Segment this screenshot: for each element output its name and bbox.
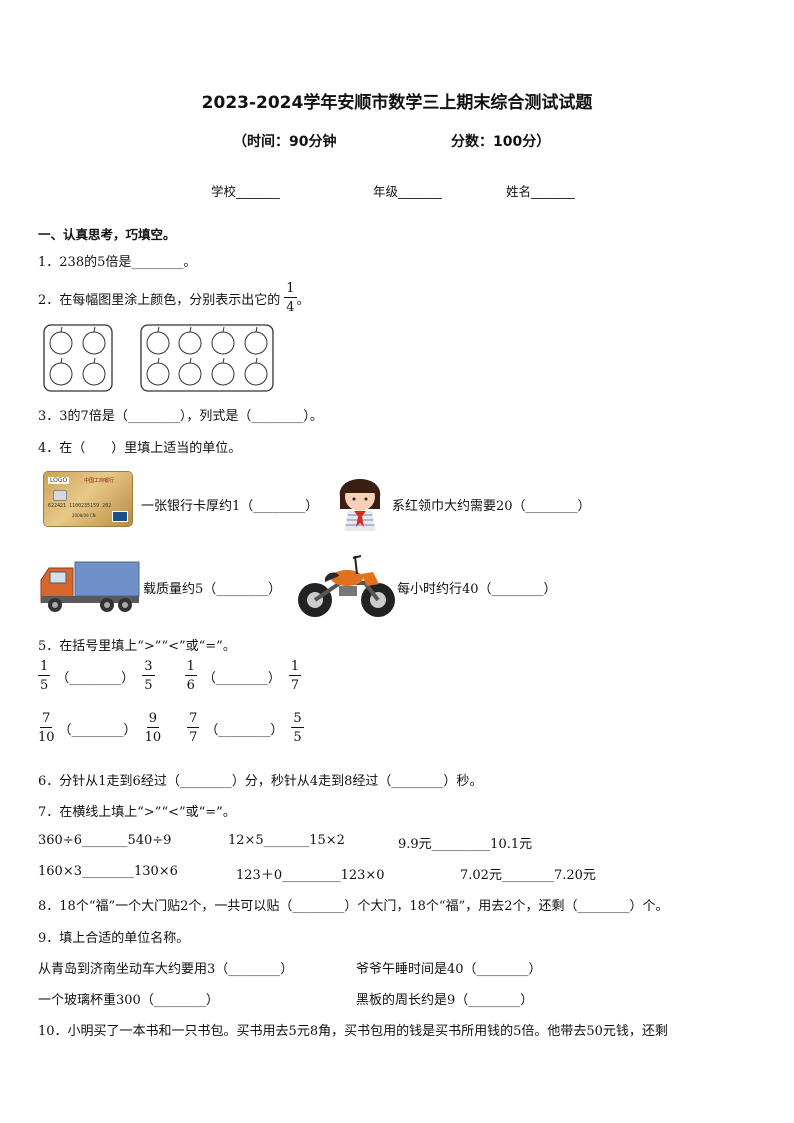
fraction-numerator: 1 xyxy=(284,281,297,298)
page-title: 2023-2024学年安顺市数学三上期末综合测试试题 xyxy=(201,93,593,113)
question-4-item-2: 系红领巾大约需要20（________） xyxy=(392,499,591,514)
question-8: 8．18个“福”一个大门贴2个，一共可以贴（________）个大门，18个“福… xyxy=(38,899,669,914)
question-4-item-4: 每小时约行40（________） xyxy=(397,582,557,597)
apple-grid-small[interactable] xyxy=(43,324,113,392)
compare-blank[interactable]: （________） xyxy=(205,722,284,738)
grade-field[interactable]: 年级_______ xyxy=(373,184,442,199)
fraction-numerator: 7 xyxy=(187,711,200,728)
girl-with-scarf-image xyxy=(332,467,388,533)
question-7-item-1: 360÷6_______540÷9 xyxy=(38,833,172,848)
name-field[interactable]: 姓名_______ xyxy=(506,184,575,199)
question-2-end: 。 xyxy=(296,292,310,308)
school-field[interactable]: 学校_______ xyxy=(211,184,280,199)
question-6: 6．分针从1走到6经过（________）分，秒针从4走到8经过（_______… xyxy=(38,774,483,789)
question-7-item-2: 12×5_______15×2 xyxy=(228,833,345,848)
fraction-numerator: 3 xyxy=(142,659,155,676)
fraction-denominator: 10 xyxy=(38,730,55,745)
apple-grid-large[interactable] xyxy=(140,324,274,392)
question-7-item-3: 9.9元_________10.1元 xyxy=(398,837,533,852)
card-date: 2008/09 CN xyxy=(72,513,96,518)
question-2: 2．在每幅图里涂上颜色，分别表示出它的 1 4 。 xyxy=(38,282,310,314)
fraction-denominator: 5 xyxy=(144,678,153,693)
card-logo: LOGO xyxy=(48,477,70,484)
bank-card-image: LOGO 中国工商银行 622421 1100235159 202 2008/0… xyxy=(44,472,132,526)
exam-score: 分数：100分） xyxy=(451,134,551,150)
apple-icon xyxy=(49,326,106,386)
fraction-numerator: 1 xyxy=(184,659,197,676)
question-9-item-3: 一个玻璃杯重300（________） xyxy=(38,993,219,1008)
question-7-item-4: 160×3________130×6 xyxy=(38,864,178,879)
fraction-denominator: 4 xyxy=(286,300,295,315)
fraction-numerator: 7 xyxy=(40,711,53,728)
question-5: 5．在括号里填上“>”“<”或“=”。 xyxy=(38,639,236,654)
card-bank-name: 中国工商银行 xyxy=(84,478,115,484)
question-9-item-1: 从青岛到济南坐动车大约要用3（________） xyxy=(38,962,294,977)
fraction-numerator: 1 xyxy=(288,659,302,676)
question-3: 3．3的7倍是（________），列式是（________）。 xyxy=(38,409,323,424)
compare-blank[interactable]: （________） xyxy=(202,670,281,686)
question-7-item-6: 7.02元________7.20元 xyxy=(460,868,596,883)
fraction-denominator: 7 xyxy=(189,730,198,745)
question-9-item-4: 黑板的周长约是9（________） xyxy=(356,993,534,1008)
fraction-denominator: 7 xyxy=(290,678,300,693)
question-7-item-5: 123＋0_________123×0 xyxy=(236,868,385,883)
question-1: 1．238的5倍是________。 xyxy=(38,255,197,270)
truck-image xyxy=(37,558,141,616)
compare-blank[interactable]: （________） xyxy=(58,722,137,738)
fraction-one-quarter: 1 4 xyxy=(284,281,297,315)
card-number: 622421 1100235159 202 xyxy=(48,503,112,509)
fraction-denominator: 10 xyxy=(144,730,162,745)
motorcycle-image xyxy=(295,548,398,620)
card-chip xyxy=(53,490,67,501)
question-2-text: 2．在每幅图里涂上颜色，分别表示出它的 xyxy=(38,292,281,308)
fraction-numerator: 1 xyxy=(38,659,51,676)
question-4-item-3: 载质量约5（________） xyxy=(143,582,282,597)
question-7: 7．在横线上填上“>”“<”或“=”。 xyxy=(38,805,236,820)
question-9: 9．填上合适的单位名称。 xyxy=(38,931,190,946)
question-4-item-1: 一张银行卡厚约1（________） xyxy=(141,499,319,514)
exam-time: （时间：90分钟 xyxy=(233,134,337,150)
apple-icon xyxy=(146,326,268,386)
unionpay-icon xyxy=(112,511,128,522)
fraction-numerator: 5 xyxy=(291,711,304,728)
fraction-numerator: 9 xyxy=(146,711,159,728)
fraction-denominator: 5 xyxy=(40,678,49,693)
section-heading: 一、认真思考，巧填空。 xyxy=(38,227,176,242)
fraction-denominator: 6 xyxy=(186,678,195,693)
fraction-denominator: 5 xyxy=(293,730,302,745)
compare-blank[interactable]: （________） xyxy=(56,670,135,686)
question-4: 4．在（ ）里填上适当的单位。 xyxy=(38,441,242,456)
question-9-item-2: 爷爷午睡时间是40（________） xyxy=(356,962,542,977)
question-10: 10．小明买了一本书和一只书包。买书用去5元8角，买书包用的钱是买书所用钱的5倍… xyxy=(38,1024,668,1039)
